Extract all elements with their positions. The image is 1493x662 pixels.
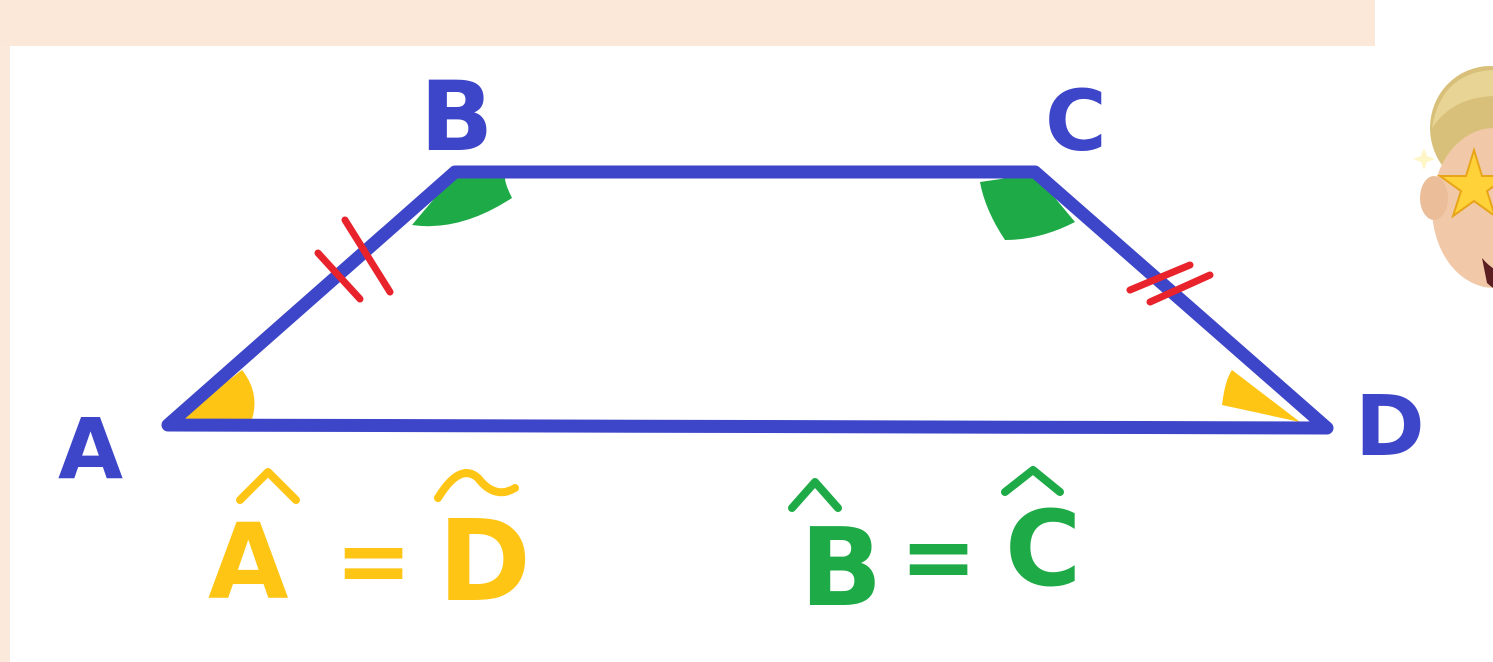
angle-b-mark <box>412 174 512 227</box>
vertex-label-d: D <box>1355 377 1425 475</box>
hat-icon <box>1001 466 1064 496</box>
hat-icon <box>434 469 519 502</box>
angle-d-label: D <box>438 497 531 627</box>
tick-marks-ab <box>314 216 394 303</box>
tick-marks-cd <box>1126 261 1214 306</box>
equals-sign: = <box>900 503 977 610</box>
trapezoid-abcd <box>161 165 1334 435</box>
vertex-label-c: C <box>1045 72 1107 170</box>
equality-angles-b-c: B = C <box>788 466 1081 631</box>
angle-d-mark <box>1222 370 1300 422</box>
whiteboard <box>10 46 1375 662</box>
angle-b-label: B <box>800 506 882 631</box>
hat-icon <box>236 468 300 504</box>
equality-angles-a-d: A = D <box>208 468 531 627</box>
vertex-label-a: A <box>58 400 123 498</box>
angle-a-label: A <box>208 501 289 623</box>
equals-sign: = <box>335 507 412 614</box>
vertex-label-b: B <box>420 61 493 173</box>
angle-c-label: C <box>1005 488 1081 610</box>
angle-c-mark <box>980 174 1075 240</box>
top-band <box>0 0 1493 46</box>
hat-icon <box>788 478 842 512</box>
memoji-avatar-icon <box>1413 66 1493 288</box>
